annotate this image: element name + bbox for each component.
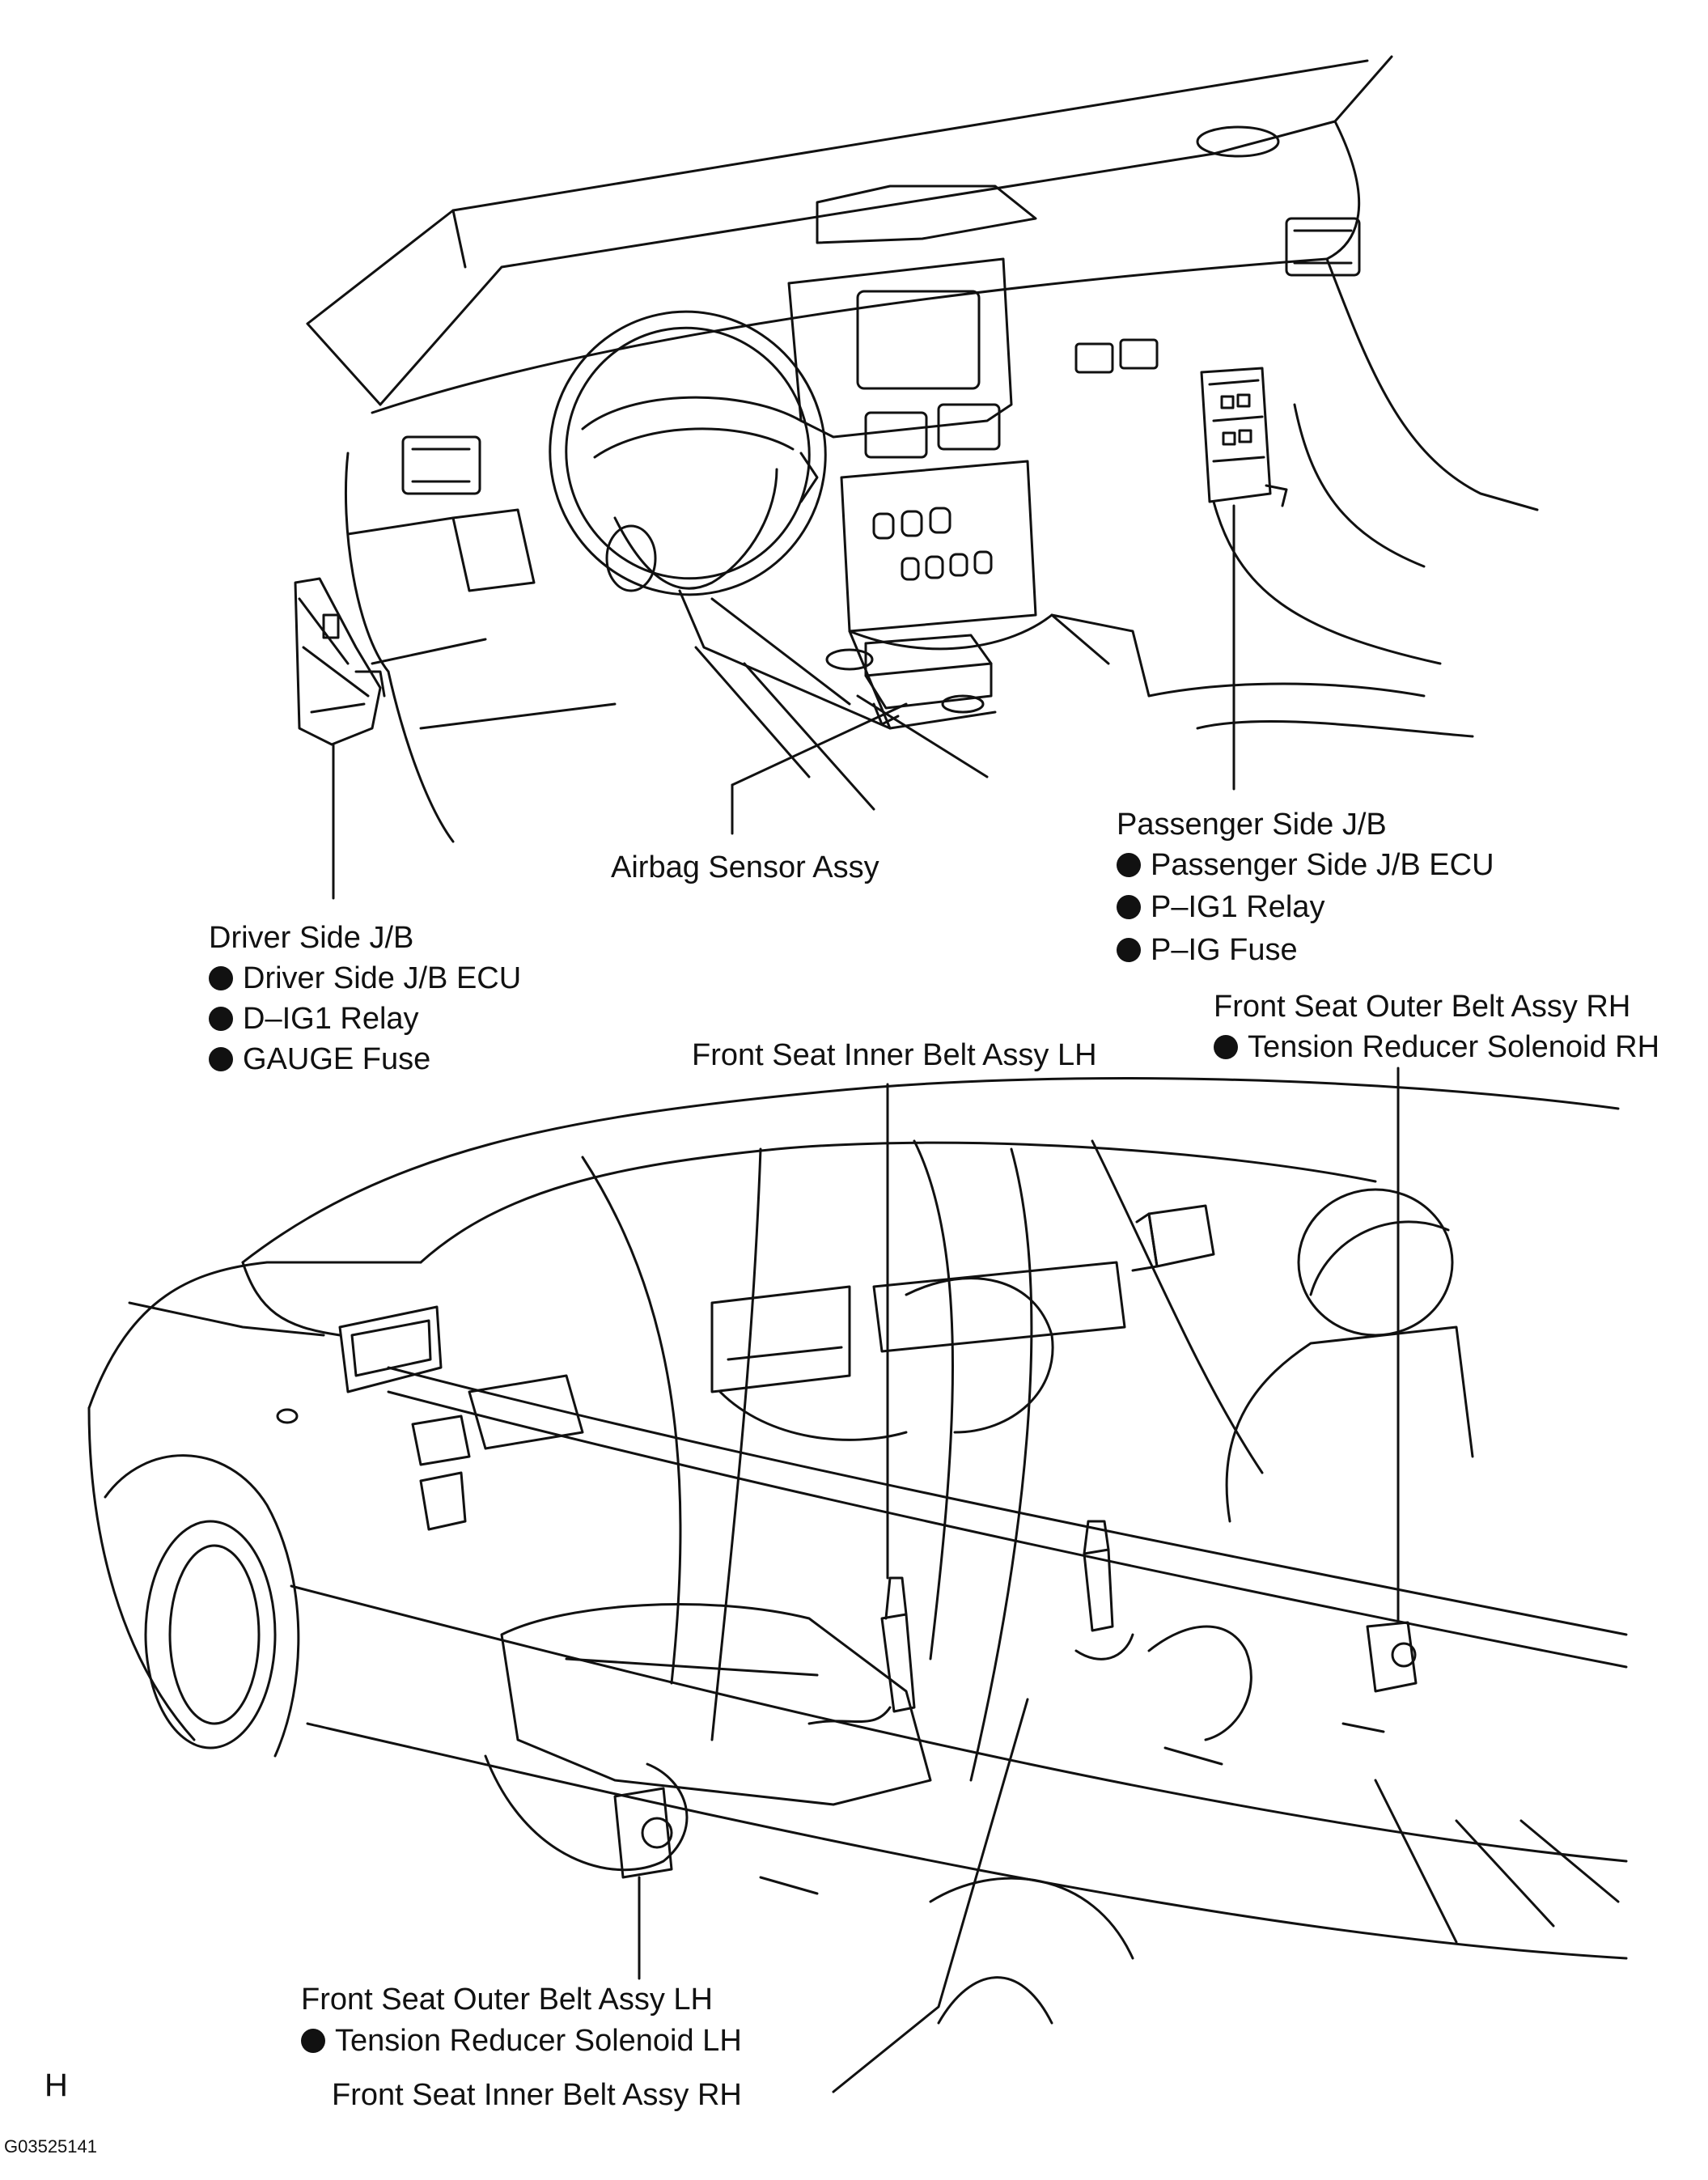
passenger-jb-item-ecu: Passenger Side J/B ECU [1117, 850, 1494, 880]
passenger-jb-symbol [1200, 367, 1288, 507]
driver-jb-item-fuse: GAUGE Fuse [209, 1044, 430, 1075]
inner-belt-rh-label: Front Seat Inner Belt Assy RH [332, 2078, 742, 2112]
dashboard-illustration [294, 55, 1539, 900]
airbag-sensor-symbol [825, 634, 993, 726]
outer-belt-lh-title: Front Seat Outer Belt Assy LH [301, 1983, 713, 2017]
outer-belt-lh-item-solenoid: Tension Reducer Solenoid LH [301, 2025, 742, 2056]
driver-jb-item-relay: D–IG1 Relay [209, 1003, 419, 1034]
driver-jb-title: Driver Side J/B [209, 921, 414, 955]
passenger-jb-title: Passenger Side J/B [1117, 808, 1387, 842]
passenger-jb-item-relay: P–IG1 Relay [1117, 892, 1324, 922]
cabin-illustration [87, 1067, 1628, 2093]
driver-jb-item-ecu: Driver Side J/B ECU [209, 963, 521, 994]
outer-belt-rh-title: Front Seat Outer Belt Assy RH [1214, 990, 1631, 1024]
figure-code: G03525141 [4, 2136, 97, 2157]
passenger-jb-item-fuse: P–IG Fuse [1117, 935, 1298, 965]
inner-belt-lh-label: Front Seat Inner Belt Assy LH [692, 1038, 1097, 1072]
airbag-sensor-label: Airbag Sensor Assy [611, 850, 879, 884]
outer-belt-lh-retractor [613, 1787, 673, 1879]
outer-belt-rh-retractor [1366, 1621, 1418, 1693]
outer-belt-rh-item-solenoid: Tension Reducer Solenoid RH [1214, 1032, 1659, 1062]
driver-jb-symbol [294, 577, 386, 746]
corner-letter: H [45, 2068, 68, 2103]
